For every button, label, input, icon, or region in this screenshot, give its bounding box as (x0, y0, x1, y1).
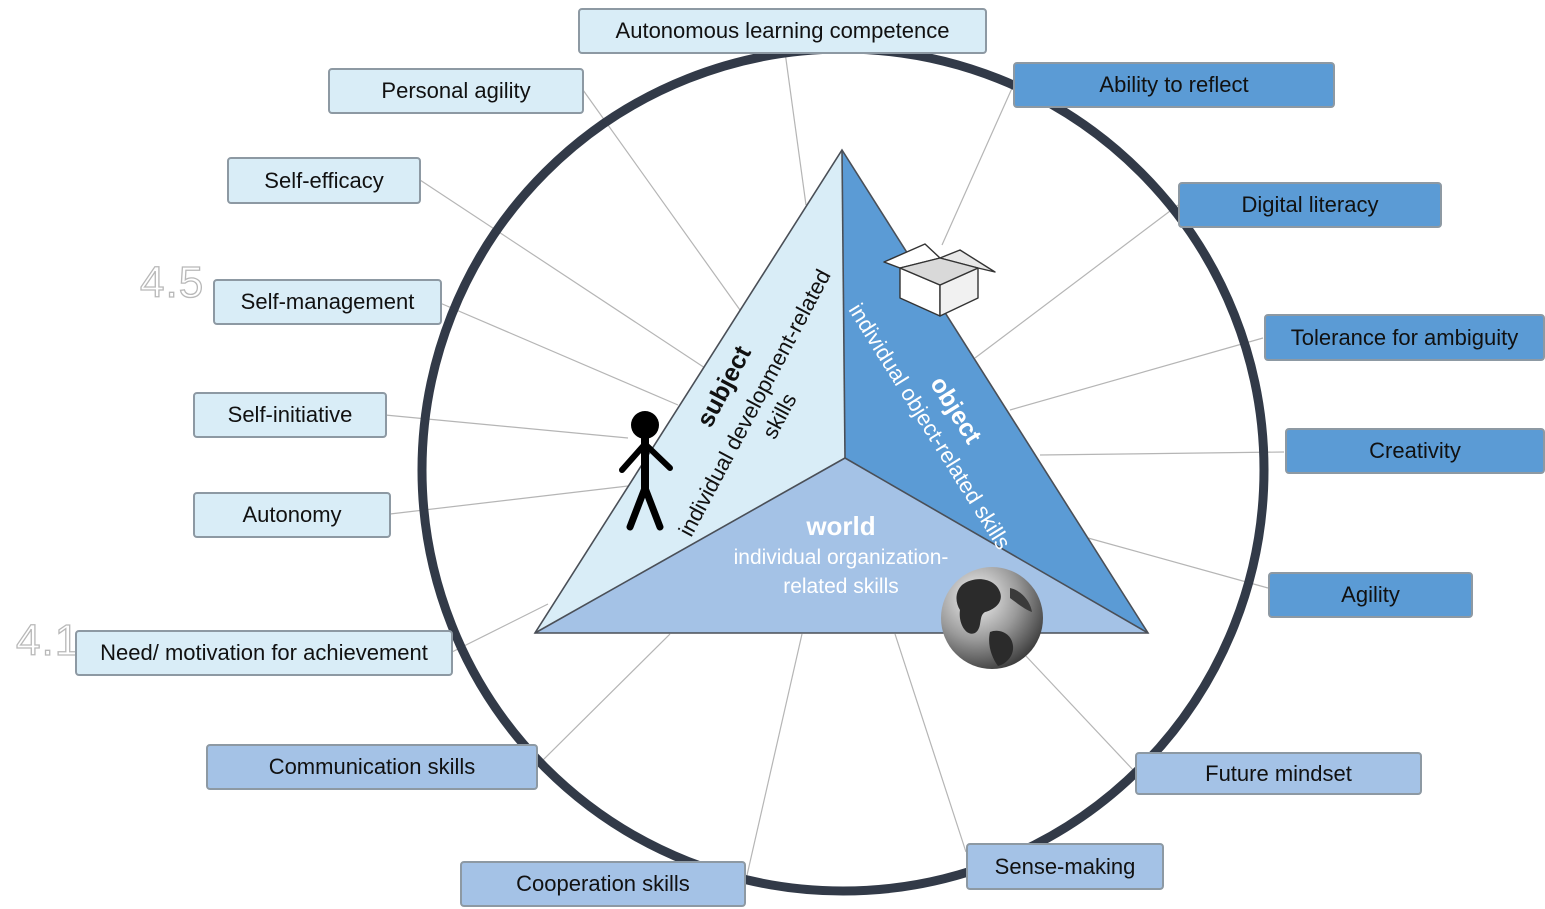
globe-icon (941, 567, 1043, 669)
skill-agility: Agility (1268, 572, 1473, 618)
skill-tolerance-ambiguity: Tolerance for ambiguity (1264, 314, 1545, 361)
skill-self-management: Self-management (213, 279, 442, 325)
ghost-label-lower: 4.1 (15, 615, 81, 665)
world-desc-line2: related skills (783, 575, 899, 598)
skill-autonomous-learning: Autonomous learning competence (578, 8, 987, 54)
skill-cooperation: Cooperation skills (460, 861, 746, 907)
skill-creativity: Creativity (1285, 428, 1545, 474)
skill-digital-literacy: Digital literacy (1178, 182, 1442, 228)
skill-need-motivation: Need/ motivation for achievement (75, 630, 453, 676)
connector-lines (384, 51, 1285, 885)
skill-communication: Communication skills (206, 744, 538, 790)
world-desc-line1: individual organization- (734, 546, 949, 569)
open-box-icon (883, 243, 996, 317)
ghost-label-upper: 4.5 (139, 257, 205, 307)
person-icon (619, 411, 673, 531)
skill-personal-agility: Personal agility (328, 68, 584, 114)
world-title: world (805, 511, 875, 541)
skill-self-initiative: Self-initiative (193, 392, 387, 438)
skill-autonomy: Autonomy (193, 492, 391, 538)
skill-future-mindset: Future mindset (1135, 752, 1422, 795)
skill-ability-to-reflect: Ability to reflect (1013, 62, 1335, 108)
skill-sense-making: Sense-making (966, 843, 1164, 890)
skill-self-efficacy: Self-efficacy (227, 157, 421, 204)
